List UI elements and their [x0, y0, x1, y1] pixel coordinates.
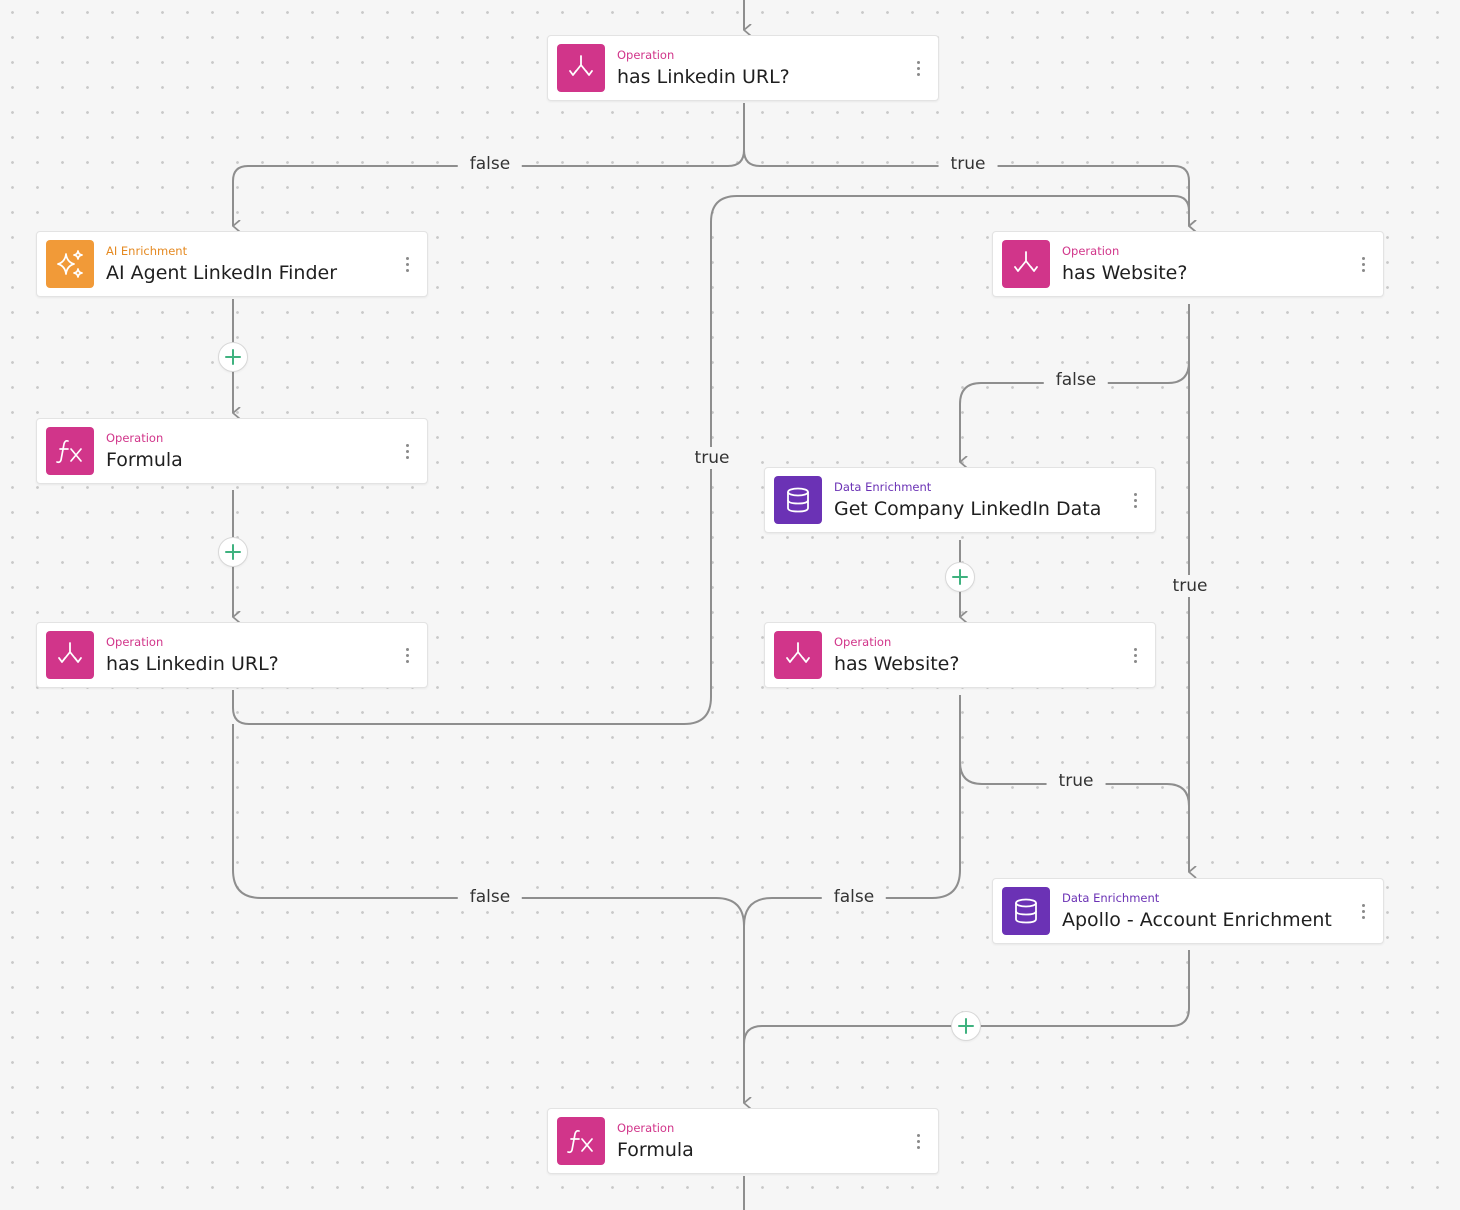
edge-label-false: false	[457, 153, 523, 175]
workflow-node-has-linkedin-url[interactable]: Operation has Linkedin URL?	[36, 622, 428, 688]
kebab-menu-icon[interactable]	[1353, 903, 1373, 919]
edge-label-true: true	[1160, 575, 1220, 597]
split-icon	[1002, 240, 1050, 288]
workflow-node-formula[interactable]: Operation Formula	[547, 1108, 939, 1174]
workflow-node-has-linkedin-url[interactable]: Operation has Linkedin URL?	[547, 35, 939, 101]
edge-label-false: false	[821, 886, 887, 908]
add-step-button[interactable]	[945, 562, 975, 592]
add-step-button[interactable]	[951, 1011, 981, 1041]
split-icon	[46, 631, 94, 679]
kebab-menu-icon[interactable]	[397, 443, 417, 459]
node-title: Apollo - Account Enrichment	[1062, 908, 1332, 931]
node-category: Data Enrichment	[834, 479, 932, 494]
node-title: AI Agent LinkedIn Finder	[106, 261, 338, 284]
workflow-node-has-website[interactable]: Operation has Website?	[764, 622, 1156, 688]
node-category: Operation	[834, 634, 892, 649]
edge-label-false: false	[457, 886, 523, 908]
kebab-menu-icon[interactable]	[1353, 256, 1373, 272]
kebab-menu-icon[interactable]	[908, 60, 928, 76]
plus-icon	[958, 1018, 974, 1034]
kebab-menu-icon[interactable]	[397, 647, 417, 663]
workflow-node-formula[interactable]: Operation Formula	[36, 418, 428, 484]
formula-icon	[557, 1117, 605, 1165]
split-icon	[557, 44, 605, 92]
workflow-node-has-website[interactable]: Operation has Website?	[992, 231, 1384, 297]
node-category: Operation	[106, 634, 164, 649]
node-title: Formula	[617, 1138, 694, 1161]
edge-n7-true	[959, 695, 1190, 807]
node-category: AI Enrichment	[106, 243, 188, 258]
node-category: Operation	[1062, 243, 1120, 258]
plus-icon	[225, 349, 241, 365]
node-title: Formula	[106, 448, 183, 471]
sparkle-icon	[46, 240, 94, 288]
node-category: Operation	[106, 430, 164, 445]
workflow-node-get-company-linkedin-data[interactable]: Data Enrichment Get Company LinkedIn Dat…	[764, 467, 1156, 533]
edge-n1-true	[743, 149, 1189, 226]
split-icon	[774, 631, 822, 679]
workflow-node-apollo-account-enrichment[interactable]: Data Enrichment Apollo - Account Enrichm…	[992, 878, 1384, 944]
plus-icon	[952, 569, 968, 585]
node-title: has Linkedin URL?	[617, 65, 790, 88]
kebab-menu-icon[interactable]	[1125, 647, 1145, 663]
node-title: has Linkedin URL?	[106, 652, 279, 675]
edge-label-true: true	[1046, 770, 1106, 792]
add-step-button[interactable]	[218, 537, 248, 567]
node-category: Data Enrichment	[1062, 890, 1160, 905]
node-category: Operation	[617, 1120, 675, 1135]
node-title: has Website?	[834, 652, 960, 675]
database-icon	[1002, 887, 1050, 935]
node-category: Operation	[617, 47, 675, 62]
edge-n7-false	[743, 762, 961, 1103]
node-title: has Website?	[1062, 261, 1188, 284]
add-step-button[interactable]	[218, 342, 248, 372]
edge-label-true: true	[682, 447, 742, 469]
edge-label-false: false	[1043, 369, 1109, 391]
workflow-node-ai-agent-linkedin-finder[interactable]: AI Enrichment AI Agent LinkedIn Finder	[36, 231, 428, 297]
formula-icon	[46, 427, 94, 475]
plus-icon	[225, 544, 241, 560]
edge-n8-n9	[743, 950, 1190, 1045]
edge-n6-false	[232, 724, 745, 927]
edge-label-true: true	[938, 153, 998, 175]
kebab-menu-icon[interactable]	[1125, 492, 1145, 508]
node-title: Get Company LinkedIn Data	[834, 497, 1102, 520]
database-icon	[774, 476, 822, 524]
kebab-menu-icon[interactable]	[908, 1133, 928, 1149]
kebab-menu-icon[interactable]	[397, 256, 417, 272]
